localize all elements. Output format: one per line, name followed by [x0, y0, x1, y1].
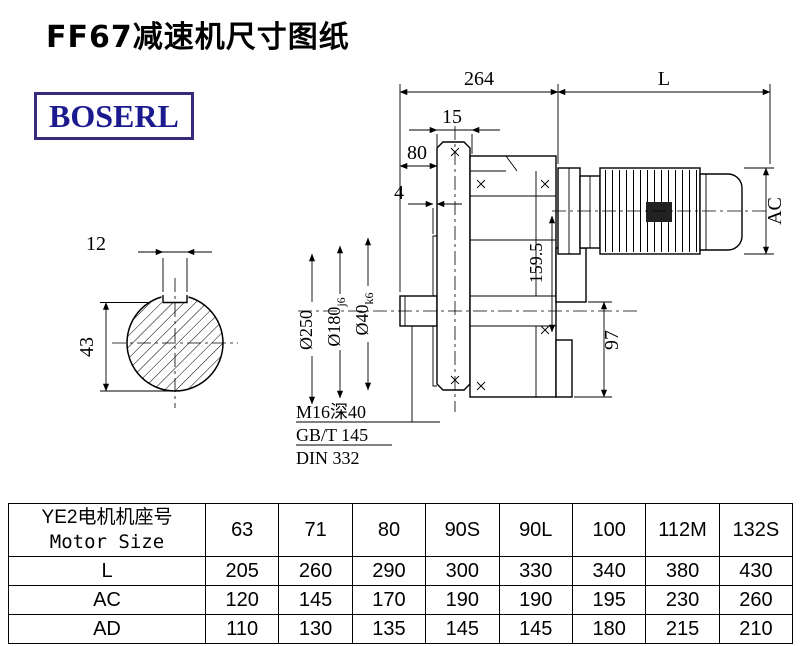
value-cell: 205	[204, 556, 280, 586]
value-cell: 190	[498, 585, 573, 615]
value-cell: 170	[351, 585, 427, 615]
value-cell: 145	[278, 585, 353, 615]
dim-bottom-97: 97	[601, 330, 623, 350]
dimensions: 264 L 15 80 4 AC 159.5 97 Ø250	[296, 68, 786, 468]
value-cell: 210	[718, 614, 794, 644]
flange-spigot	[432, 235, 437, 387]
mounting-flange	[436, 141, 471, 391]
row-label: AD	[8, 614, 206, 644]
frame-col-header: 90S	[425, 503, 500, 557]
value-cell: 145	[425, 614, 500, 644]
reducer-side-view	[298, 126, 766, 412]
row-label: AC	[8, 585, 206, 615]
dim-spigot-dia-180: Ø180j6	[324, 297, 348, 346]
fan-cover	[699, 173, 743, 251]
table-row-AC: AC 120 145 170 190 190 195 230 260	[8, 585, 794, 615]
dim-shaft-dia-40: Ø40k6	[352, 293, 376, 336]
value-cell: 130	[278, 614, 353, 644]
value-cell: 190	[425, 585, 500, 615]
frame-col-header: 71	[278, 503, 353, 557]
value-cell: 110	[204, 614, 280, 644]
frame-col-header: 80	[351, 503, 427, 557]
value-cell: 260	[718, 585, 794, 615]
brand-logo: BOSERL	[34, 92, 194, 140]
value-cell: 380	[645, 556, 720, 586]
dim-motor-height-AC: AC	[764, 197, 786, 225]
shaft-end-view: 12 43	[76, 233, 238, 408]
frame-col-header: 100	[571, 503, 647, 557]
table-row-AD: AD 110 130 135 145 145 180 215 210	[8, 614, 794, 644]
page-title: FF67减速机尺寸图纸	[46, 20, 350, 55]
note-standard-din: DIN 332	[296, 448, 360, 468]
value-cell: 120	[204, 585, 280, 615]
dim-center-height-159.5: 159.5	[526, 243, 546, 284]
value-cell: 145	[498, 614, 573, 644]
note-standard-gbt: GB/T 145	[296, 425, 368, 445]
value-cell: 195	[571, 585, 647, 615]
dim-shaft-length-80: 80	[407, 142, 427, 164]
value-cell: 180	[571, 614, 647, 644]
motor-size-table: YE2电机机座号 Motor Size 63 71 80 90S 90L 100…	[8, 503, 794, 644]
value-cell: 135	[351, 614, 427, 644]
frame-col-header: 112M	[645, 503, 720, 557]
header-motor-size-cn: YE2电机机座号	[41, 507, 173, 528]
motor-nameplate	[646, 202, 672, 222]
value-cell: 430	[718, 556, 794, 586]
value-cell: 300	[425, 556, 500, 586]
dim-flange-dia-250: Ø250	[296, 310, 316, 350]
dimension-drawing: 12 43	[76, 68, 786, 468]
frame-col-header: 90L	[498, 503, 573, 557]
dim-key-width: 12	[86, 233, 106, 255]
value-cell: 260	[278, 556, 353, 586]
dim-motor-length-L: L	[658, 68, 670, 90]
header-motor-size-en: Motor Size	[49, 531, 165, 553]
value-cell: 215	[645, 614, 720, 644]
row-label: L	[8, 556, 206, 586]
frame-col-header: 132S	[718, 503, 794, 557]
dim-flange-thickness-15: 15	[442, 106, 462, 128]
dim-shaft-flat: 43	[76, 337, 98, 357]
value-cell: 290	[351, 556, 427, 586]
value-cell: 230	[645, 585, 720, 615]
note-tap-hole: M16深40	[296, 402, 366, 422]
table-header-row: YE2电机机座号 Motor Size 63 71 80 90S 90L 100…	[8, 503, 794, 557]
value-cell: 340	[571, 556, 647, 586]
dim-overall-264: 264	[464, 68, 494, 90]
header-motor-size: YE2电机机座号 Motor Size	[8, 503, 206, 557]
frame-col-header: 63	[204, 503, 280, 557]
value-cell: 330	[498, 556, 573, 586]
table-row-L: L 205 260 290 300 330 340 380 430	[8, 556, 794, 586]
dim-spigot-offset-4: 4	[394, 182, 404, 204]
